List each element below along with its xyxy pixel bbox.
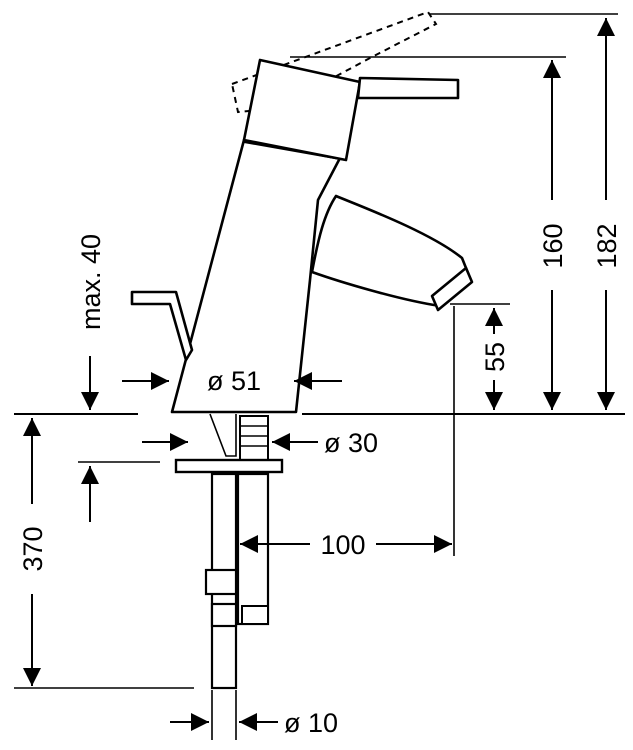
- hole-diameter-label: ø 30: [324, 428, 378, 458]
- dimension-spout-height: 160: [538, 60, 568, 410]
- spout-reach-label: 100: [320, 530, 365, 560]
- faucet-outline: [14, 10, 625, 690]
- max-deck-thickness-label: max. 40: [76, 234, 106, 330]
- mounting-plate: [174, 458, 284, 474]
- dimension-connection-diameter: ø 10: [170, 708, 338, 738]
- hose-fitting: [204, 568, 238, 596]
- spout-height-label: 160: [538, 223, 568, 268]
- dimension-spout-clearance: 55: [480, 308, 510, 410]
- dimension-hole-diameter: ø 30: [142, 428, 378, 458]
- dimension-overall-height: 182: [592, 18, 622, 410]
- dimension-base-diameter: ø 51: [122, 366, 342, 396]
- dimension-hose-length: 370: [18, 418, 48, 686]
- base-diameter-label: ø 51: [207, 366, 261, 396]
- faucet-spout: [310, 194, 472, 308]
- spout-clearance-label: 55: [480, 342, 510, 372]
- threaded-stud: [239, 415, 269, 461]
- connection-diameter-label: ø 10: [284, 708, 338, 738]
- dimension-spout-reach: 100: [240, 530, 452, 560]
- hose-length-label: 370: [18, 526, 48, 571]
- overall-height-label: 182: [592, 223, 622, 268]
- supply-hose-right: [236, 472, 270, 626]
- extension-lines: [14, 13, 618, 740]
- lever-handle: [356, 76, 460, 100]
- dimension-max-deck-thickness: max. 40: [76, 234, 106, 522]
- mounting-shank: [209, 413, 237, 457]
- popup-rod: [130, 290, 194, 362]
- spout-aerator: [430, 266, 474, 312]
